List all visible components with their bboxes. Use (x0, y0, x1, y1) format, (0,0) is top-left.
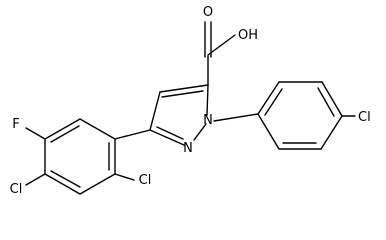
label-n2: N (183, 141, 193, 156)
bond-ar-cl-ortho (114, 173, 135, 181)
bond-ph-6 (257, 113, 280, 150)
label-cl-phenyl: Cl (358, 110, 371, 125)
bond-c3-aryl (114, 129, 151, 140)
label-cl-para: Cl (10, 182, 23, 197)
atom-labels: OH O N N F Cl Cl Cl (10, 5, 371, 197)
label-f: F (12, 117, 19, 132)
bond-ar-5 (79, 173, 116, 195)
label-cl-ortho: Cl (139, 173, 152, 188)
bond-c5-c4-inner (161, 90, 204, 98)
bond-ar-f (25, 127, 46, 140)
bond-ph-1 (257, 81, 280, 115)
bond-c4-c3 (149, 91, 161, 131)
bond-n1-phenyl (213, 113, 259, 122)
bond-ar-4-inner (50, 170, 81, 188)
bond-ar-cl-para (25, 173, 46, 186)
bond-ar-1 (79, 118, 116, 140)
bond-ph-3-inner (317, 87, 335, 117)
bond-ar-2 (44, 118, 81, 140)
bond-c3-n2-inner (156, 126, 184, 140)
bond-n1-c5 (206, 84, 209, 116)
bonds (25, 21, 356, 195)
bond-ar-2-inner (50, 125, 80, 143)
bond-c3-n2 (149, 129, 185, 146)
bond-n2-n1 (193, 123, 207, 141)
chemical-structure: OH O N N F Cl Cl Cl (9, 5, 371, 197)
bond-c5-c4 (159, 84, 209, 93)
bond-ph-1-inner (264, 88, 283, 116)
label-n1: N (203, 113, 213, 128)
bond-ph-3 (321, 81, 343, 117)
label-oh: OH (238, 28, 258, 43)
bond-ar-4 (44, 173, 81, 195)
bond-c-oh (207, 34, 236, 56)
bond-ph-4 (320, 115, 343, 150)
label-o: O (203, 5, 213, 20)
